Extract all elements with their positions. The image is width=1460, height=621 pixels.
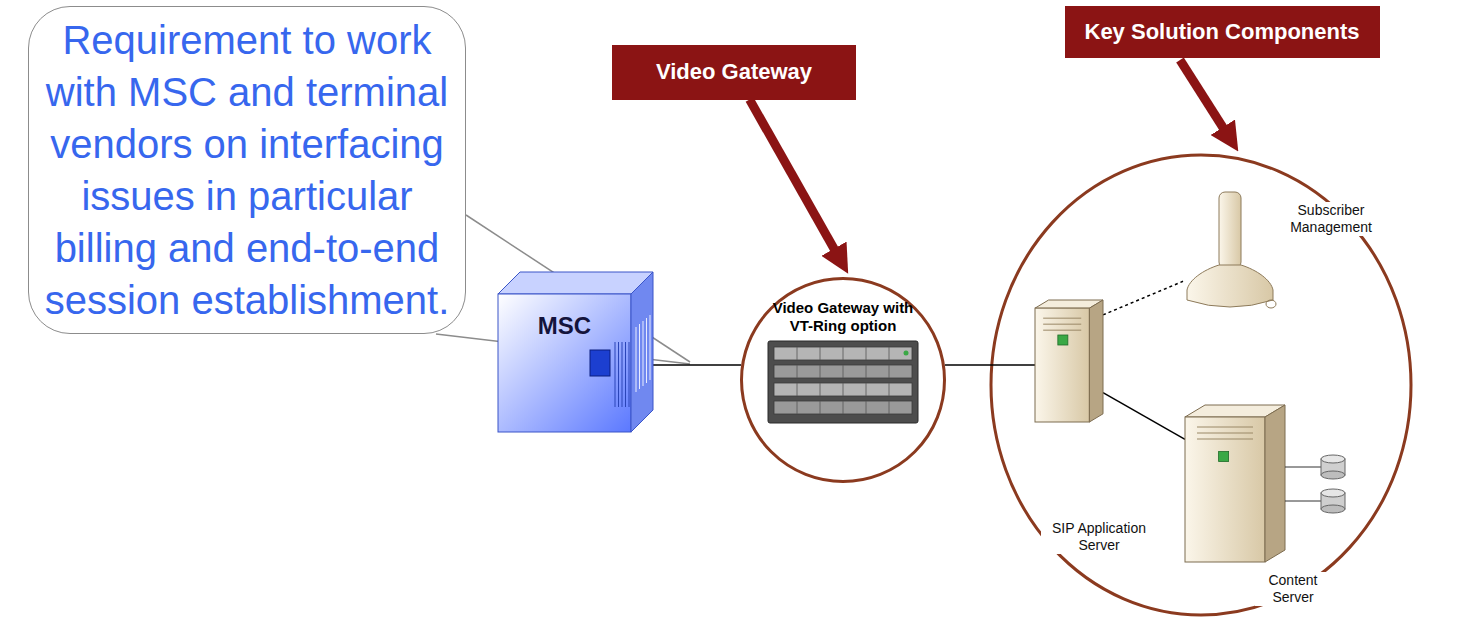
cube-top	[498, 272, 653, 294]
drive-bay	[1043, 330, 1081, 331]
gateway-card	[843, 401, 844, 414]
status-badge	[1058, 335, 1068, 345]
drive-bay	[1197, 433, 1253, 434]
node-text: Video Gateway with VT-Ring option	[768, 299, 918, 335]
callout-bubble: Requirement to work with MSC and termina…	[28, 6, 466, 334]
heading-tag: Video Gateway	[612, 45, 856, 100]
cube-screen	[590, 350, 610, 376]
node-label: Subscriber Management	[1283, 202, 1379, 236]
disk-bottom	[1321, 505, 1345, 513]
node-outline	[1035, 300, 1103, 422]
gateway-circle: Video Gateway with VT-Ring option	[740, 277, 946, 483]
gateway-card	[866, 401, 867, 414]
cube-side	[631, 272, 653, 432]
server-node: Content Server	[1185, 405, 1350, 562]
server-side	[1089, 300, 1103, 422]
drive-bay	[1043, 324, 1081, 325]
node-label: SIP Application Server	[1041, 520, 1157, 554]
gateway-card	[797, 401, 798, 414]
gateway-card	[889, 365, 890, 378]
server-side	[1265, 405, 1285, 562]
disk-top	[1321, 455, 1345, 463]
line-connector	[653, 364, 741, 366]
gateway-card	[866, 347, 867, 360]
gateway-slot	[774, 365, 912, 378]
gateway-ring	[742, 279, 945, 482]
column-foot	[1266, 300, 1276, 308]
gateway-card	[820, 365, 821, 378]
gateway-slot	[774, 347, 912, 360]
pointer-arrow	[1180, 60, 1229, 137]
gateway-card	[820, 383, 821, 396]
gateway-card	[797, 383, 798, 396]
cube-grille	[622, 342, 623, 407]
gateway-card	[889, 347, 890, 360]
column-shaft	[1219, 192, 1241, 268]
gateway-chassis	[768, 341, 918, 423]
gateway-card	[866, 383, 867, 396]
cube-grille	[618, 342, 619, 407]
disk-wire	[1285, 501, 1321, 502]
arrow-connector	[750, 100, 840, 259]
cube-grille	[625, 342, 626, 407]
drive-bay	[1043, 318, 1081, 319]
line-connector	[1103, 393, 1185, 440]
database-node: Subscriber Management	[1183, 190, 1277, 310]
gateway-card	[843, 365, 844, 378]
status-badge	[1219, 452, 1229, 462]
server-front	[1035, 308, 1089, 422]
cube-grille	[636, 327, 637, 392]
gateway-card	[843, 347, 844, 360]
node-outline	[1185, 405, 1350, 562]
gateway-slot	[774, 383, 912, 396]
node-text: Key Solution Components	[1085, 19, 1360, 45]
cube-front	[498, 294, 631, 432]
solution-ellipse	[991, 155, 1411, 615]
cube-grille	[646, 318, 647, 383]
server-node: SIP Application Server	[1035, 300, 1103, 422]
gateway-card	[889, 401, 890, 414]
server-front	[1185, 417, 1265, 562]
cube-grille	[650, 315, 651, 380]
msc-node: MSC	[498, 272, 653, 432]
cube-grille	[615, 342, 616, 407]
gateway-card	[843, 383, 844, 396]
gateway-led	[904, 351, 909, 356]
cube-grille	[643, 321, 644, 386]
disk-wire	[1285, 467, 1321, 468]
drive-bay	[1197, 439, 1253, 440]
drive-bay	[1197, 427, 1253, 428]
line-connector	[1103, 281, 1183, 315]
node-label: Content Server	[1255, 572, 1331, 606]
gateway-card	[820, 347, 821, 360]
disk-top	[1321, 489, 1345, 497]
node-text: Video Gateway	[656, 59, 812, 85]
node-outline	[498, 272, 653, 432]
callout-text: Requirement to work with MSC and termina…	[35, 14, 460, 326]
disk-bottom	[1321, 471, 1345, 479]
column-base	[1187, 265, 1273, 307]
line-connector	[945, 364, 1035, 366]
node-text: MSC	[498, 312, 631, 340]
gateway-card	[820, 401, 821, 414]
cube-grille	[629, 342, 630, 407]
gateway-card	[889, 383, 890, 396]
gateway-slot	[774, 401, 912, 414]
gateway-card	[797, 347, 798, 360]
node-outline	[1183, 190, 1277, 310]
gateway-card	[866, 365, 867, 378]
cube-grille	[639, 324, 640, 389]
heading-tag: Key Solution Components	[1065, 6, 1380, 58]
gateway-card	[797, 365, 798, 378]
